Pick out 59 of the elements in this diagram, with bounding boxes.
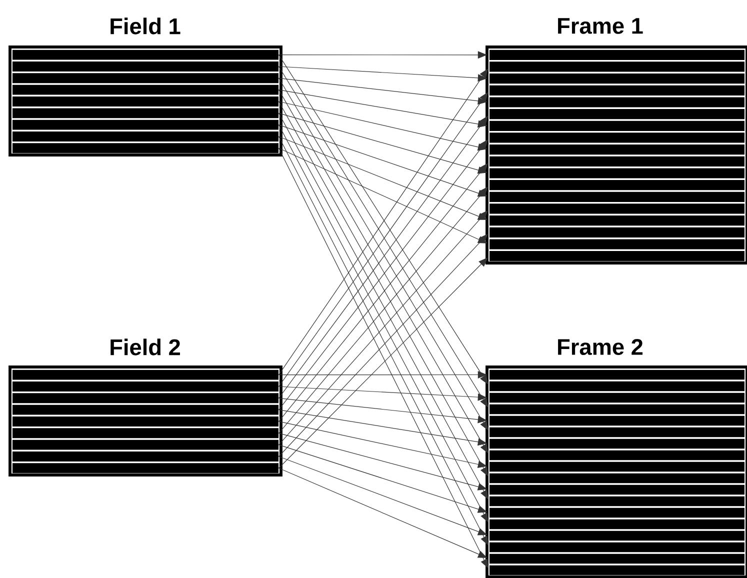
line-bar bbox=[490, 404, 744, 414]
line-bar bbox=[490, 427, 744, 438]
panel-heading: Frame 2 bbox=[558, 338, 643, 356]
panel-heading: Field 1 bbox=[110, 18, 180, 34]
line-bar bbox=[12, 132, 278, 142]
line-bar bbox=[490, 496, 744, 506]
line-bar bbox=[490, 132, 744, 143]
line-bar bbox=[490, 180, 744, 190]
line-bar bbox=[12, 120, 278, 130]
line-bar bbox=[490, 519, 744, 530]
line-bar bbox=[490, 62, 744, 72]
line-bar bbox=[12, 84, 278, 95]
line-bar bbox=[12, 428, 278, 438]
line-bar bbox=[490, 542, 744, 552]
line-bar bbox=[12, 108, 278, 118]
line-bar bbox=[490, 192, 744, 202]
line-bar bbox=[490, 462, 744, 472]
line-bar bbox=[490, 416, 744, 426]
line-bar bbox=[490, 144, 744, 155]
line-bar bbox=[490, 450, 744, 460]
line-bar bbox=[12, 452, 278, 462]
line-bar bbox=[490, 392, 744, 403]
arrow bbox=[278, 258, 488, 468]
line-bar bbox=[12, 370, 278, 380]
line-bar bbox=[490, 97, 744, 108]
line-bar bbox=[490, 50, 744, 60]
line-bar bbox=[490, 204, 744, 214]
line-bar bbox=[490, 216, 744, 226]
line-bar bbox=[12, 96, 278, 106]
line-bar bbox=[12, 62, 278, 72]
line-bar bbox=[490, 438, 744, 449]
line-bar bbox=[12, 50, 278, 60]
line-bar bbox=[12, 73, 278, 84]
line-bar bbox=[12, 393, 278, 404]
line-bar bbox=[490, 74, 744, 84]
line-bar bbox=[490, 370, 744, 380]
line-bar bbox=[12, 440, 278, 450]
line-bar bbox=[490, 565, 744, 576]
line-bar bbox=[490, 473, 744, 484]
line-bar bbox=[490, 239, 744, 250]
line-bar bbox=[490, 227, 744, 238]
line-bar bbox=[490, 554, 744, 564]
line-bar bbox=[12, 404, 278, 415]
line-bar bbox=[490, 85, 744, 96]
line-bar bbox=[490, 530, 744, 541]
line-bar bbox=[490, 109, 744, 120]
panel-heading: Field 2 bbox=[110, 338, 180, 356]
panel-heading: Frame 1 bbox=[558, 18, 643, 34]
line-bar bbox=[490, 508, 744, 518]
line-bar bbox=[490, 156, 744, 166]
line-bar bbox=[490, 484, 744, 495]
line-bar bbox=[490, 381, 744, 392]
line-bar bbox=[12, 416, 278, 426]
line-bar bbox=[12, 143, 278, 154]
line-bar bbox=[490, 168, 744, 178]
line-bar bbox=[12, 382, 278, 392]
line-bar bbox=[490, 120, 744, 131]
line-bar bbox=[12, 463, 278, 474]
line-bar bbox=[490, 251, 744, 262]
